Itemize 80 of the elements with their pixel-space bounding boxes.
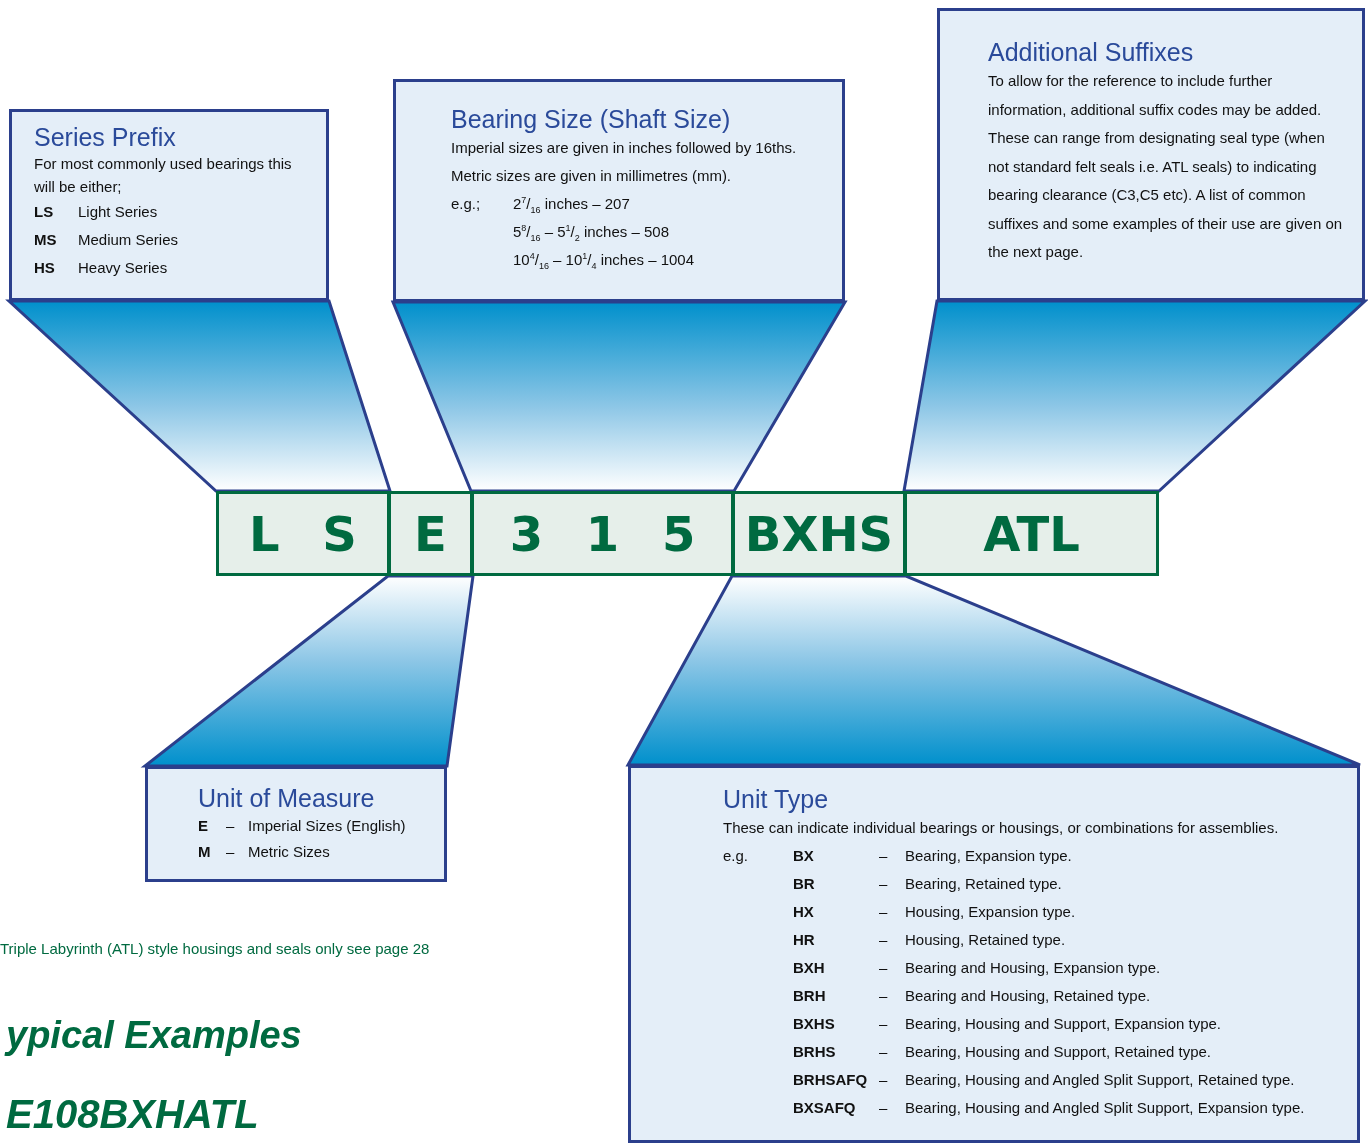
section-heading: ypical Examples — [6, 1014, 303, 1057]
term-description: Housing, Expansion type. — [905, 902, 1077, 922]
example-label: e.g.; — [451, 194, 482, 214]
example-code: E108BXHATL — [6, 1092, 260, 1137]
dash: – — [879, 958, 889, 978]
callout-box — [393, 79, 845, 302]
description-text: These can indicate individual bearings or housings, or combinations for assemblies. — [723, 818, 1280, 838]
term-description: 10$^{4}$/$_{16}$ – 10$^{1}$/$_{4}$ inches – 1004 — [513, 250, 696, 273]
dash: – — [879, 846, 889, 866]
example-label: e.g. — [723, 846, 750, 866]
funnel-connector — [5, 299, 393, 493]
code-term: HX — [793, 902, 815, 922]
dash: – — [226, 842, 236, 862]
code-term: HS — [34, 258, 56, 278]
code-term: BXHS — [793, 1014, 836, 1034]
callout-heading: Additional Suffixes — [988, 37, 1194, 67]
term-description: Bearing, Housing and Angled Split Support, Expansion type. — [905, 1098, 1306, 1118]
term-description: Bearing, Expansion type. — [905, 846, 1073, 866]
code-letters: L S — [249, 505, 357, 562]
term-description: Housing, Retained type. — [905, 930, 1067, 950]
code-letters: 3 1 5 — [509, 505, 696, 562]
term-description: 5$^{8}$/$_{16}$ – 5$^{1}$/$_{2}$ inches – 508 — [513, 222, 670, 245]
term-description: 2$^{7}$/$_{16}$ inches – 207 — [513, 194, 631, 217]
code-term: BRH — [793, 986, 827, 1006]
footnote: Triple Labyrinth (ATL) style housings and seals only see page 28 — [0, 940, 431, 957]
callout-box — [628, 765, 1360, 1143]
funnel-connector — [140, 574, 475, 768]
description-text: For most commonly used bearings this will be either; — [34, 154, 293, 197]
term-description: Heavy Series — [78, 258, 169, 278]
dash: – — [226, 816, 236, 836]
code-letters: BXHS — [744, 505, 894, 562]
dash: – — [879, 930, 889, 950]
callout-heading: Series Prefix — [34, 122, 176, 152]
description-text: To allow for the reference to include further information, additional suffix codes may be added. These can range from designating seal type (when not standard felt seals i.e. ATL seals) to indicating bearing clearance (C3,C5 etc). A list of common suffixes and some examples of their use are given on the next page. — [988, 71, 1344, 262]
term-description: Medium Series — [78, 230, 180, 250]
dash: – — [879, 1098, 889, 1118]
term-description: Light Series — [78, 202, 159, 222]
code-segment — [904, 491, 1159, 576]
funnel-connector — [625, 574, 1362, 767]
term-description: Bearing and Housing, Retained type. — [905, 986, 1152, 1006]
term-description: Metric Sizes — [248, 842, 331, 862]
callout-heading: Bearing Size (Shaft Size) — [451, 104, 731, 134]
code-term: BXSAFQ — [793, 1098, 857, 1118]
code-term: BX — [793, 846, 815, 866]
funnel-connector — [390, 300, 848, 493]
term-description: Bearing, Housing and Support, Retained type. — [905, 1042, 1213, 1062]
code-letters: ATL — [983, 505, 1080, 562]
code-segment — [388, 491, 473, 576]
code-term: HR — [793, 930, 816, 950]
code-letters: E — [414, 505, 447, 562]
description-text: Imperial sizes are given in inches followed by 16ths. — [451, 138, 798, 158]
code-term: BRHS — [793, 1042, 837, 1062]
code-segment — [216, 491, 390, 576]
term-description: Bearing and Housing, Expansion type. — [905, 958, 1162, 978]
code-term: BXH — [793, 958, 826, 978]
code-term: BR — [793, 874, 816, 894]
funnel-connector — [902, 299, 1368, 493]
code-segment — [471, 491, 734, 576]
dash: – — [879, 986, 889, 1006]
dash: – — [879, 902, 889, 922]
dash: – — [879, 1070, 889, 1090]
callout-box — [9, 109, 329, 301]
dash: – — [879, 1042, 889, 1062]
callout-box — [937, 8, 1365, 301]
description-text: Metric sizes are given in millimetres (mm). — [451, 166, 733, 186]
code-term: E — [198, 816, 209, 836]
code-term: LS — [34, 202, 55, 222]
term-description: Bearing, Retained type. — [905, 874, 1063, 894]
dash: – — [879, 874, 889, 894]
term-description: Bearing, Housing and Angled Split Support, Retained type. — [905, 1070, 1296, 1090]
callout-box — [145, 766, 447, 882]
code-term: M — [198, 842, 212, 862]
code-term: BRHSAFQ — [793, 1070, 869, 1090]
callout-heading: Unit Type — [723, 784, 829, 814]
callout-heading: Unit of Measure — [198, 783, 375, 813]
term-description: Bearing, Housing and Support, Expansion type. — [905, 1014, 1223, 1034]
dash: – — [879, 1014, 889, 1034]
code-term: MS — [34, 230, 58, 250]
term-description: Imperial Sizes (English) — [248, 816, 407, 836]
code-segment — [732, 491, 906, 576]
